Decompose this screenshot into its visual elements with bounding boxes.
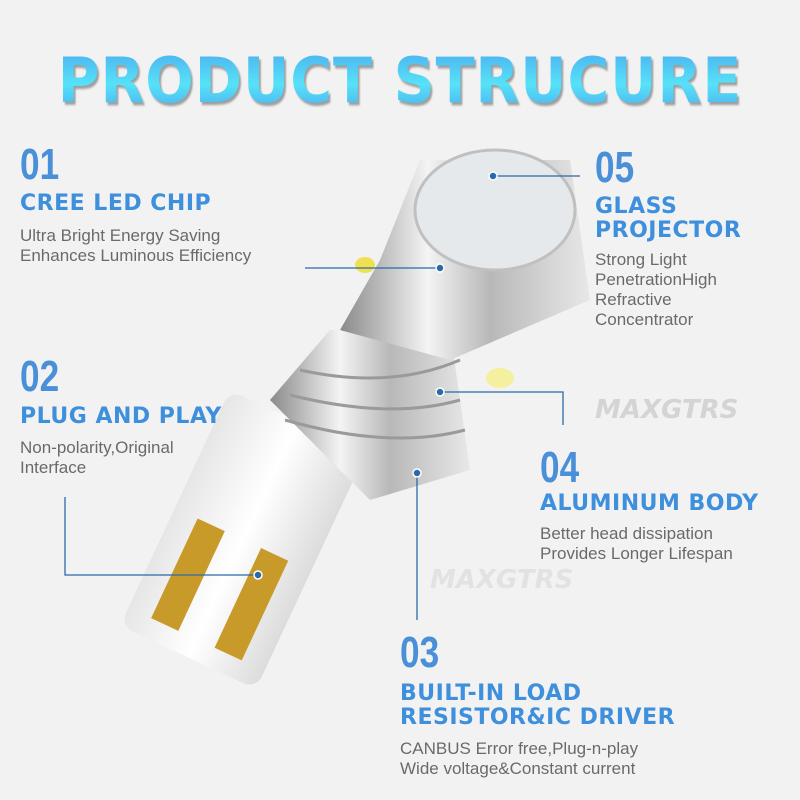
feature-desc: Wide voltage&Constant current: [400, 759, 636, 778]
feature-desc: Ultra Bright Energy Saving: [20, 226, 221, 245]
feature-number: 05: [595, 143, 635, 192]
glass-lens: [413, 148, 577, 272]
feature-title: CREE LED CHIP: [20, 191, 212, 216]
feature-title: PROJECTOR: [595, 218, 742, 243]
feature-number: 04: [540, 443, 580, 492]
feature-desc: Interface: [20, 458, 87, 477]
feature-number: 01: [20, 140, 60, 189]
contact-pin: [214, 548, 289, 661]
led-chip: [486, 368, 514, 388]
feature-number: 02: [20, 352, 60, 401]
callout-dots: [253, 171, 498, 580]
feature-desc: CANBUS Error free,Plug-n-play: [400, 739, 639, 758]
feature-title: RESISTOR&IC DRIVER: [400, 705, 676, 730]
page-title: PRODUCT STRUCURE: [32, 44, 768, 117]
feature-title: ALUMINUM BODY: [540, 491, 759, 516]
feature-desc: Concentrator: [595, 310, 694, 329]
feature-desc: Provides Longer Lifespan: [540, 544, 733, 563]
feature-desc: Non-polarity,Original: [20, 438, 174, 457]
feature-title: BUILT-IN LOAD: [400, 681, 582, 706]
feature-desc: Refractive: [595, 290, 672, 309]
feature-desc: PenetrationHigh: [595, 270, 717, 289]
feature-number: 03: [400, 628, 440, 677]
feature-desc: Enhances Luminous Efficiency: [20, 246, 252, 265]
watermark: MAXGTRS: [430, 565, 574, 595]
led-chip: [355, 257, 375, 273]
callout-lines: [64, 175, 580, 620]
feature-title: GLASS: [595, 194, 678, 219]
feature-desc: Better head dissipation: [540, 524, 713, 543]
watermark: MAXGTRS: [595, 395, 739, 425]
feature-desc: Strong Light: [595, 250, 687, 269]
feature-title: PLUG AND PLAY: [20, 404, 222, 429]
